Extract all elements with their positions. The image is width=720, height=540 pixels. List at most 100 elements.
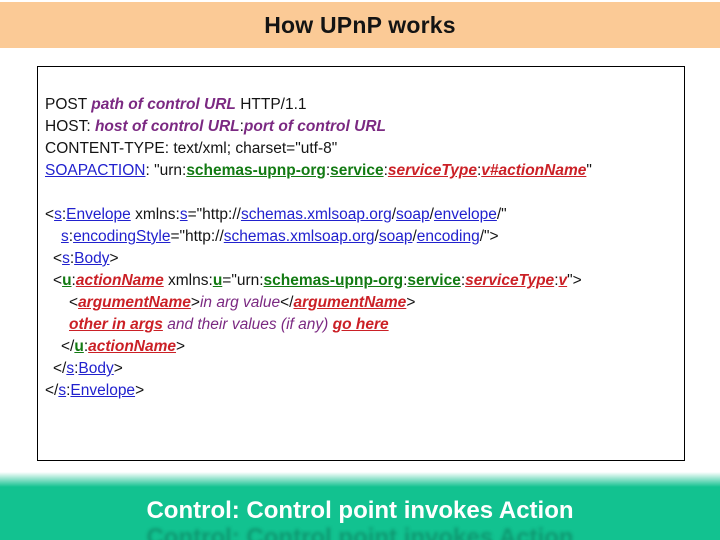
code-segment: go here	[332, 316, 389, 333]
code-segment: schemas.xmlsoap.org	[223, 228, 375, 245]
code-line: other in args and their values (if any) …	[45, 314, 676, 336]
code-line: SOAPACTION: "urn:schemas-upnp-org:servic…	[45, 160, 676, 182]
code-segment: s	[58, 382, 67, 399]
code-line: CONTENT-TYPE: text/xml; charset="utf-8"	[45, 138, 676, 160]
code-segment: service	[330, 162, 384, 179]
code-segment: :	[460, 272, 466, 289]
page-title: How UPn­P works	[264, 11, 456, 38]
code-segment: actionName	[75, 272, 164, 289]
code-segment: "	[586, 162, 592, 179]
code-segment: :	[74, 360, 79, 377]
code-segment: <	[45, 206, 55, 223]
code-segment: service	[407, 272, 461, 289]
code-segment: <	[53, 272, 63, 289]
code-segment: Envelope	[66, 206, 131, 223]
code-segment: </	[45, 382, 59, 399]
code-line: </s:Body>	[45, 358, 676, 380]
code-segment: :	[554, 272, 559, 289]
code-segment: :	[69, 250, 75, 267]
slide-title-bar: How UPn­P works	[0, 2, 720, 48]
code-segment: other in args	[69, 316, 163, 333]
code-segment: >	[190, 294, 200, 311]
code-segment: u	[62, 272, 72, 289]
code-segment: actionName	[88, 338, 177, 355]
code-segment: :	[61, 206, 67, 223]
code-segment: :	[325, 162, 331, 179]
code-segment: :	[239, 118, 244, 135]
code-segment: soap	[396, 206, 430, 223]
code-line: </u:actionName>	[45, 336, 676, 358]
code-segment: soap	[378, 228, 413, 245]
code-segment: schemas-upnp-org	[263, 272, 404, 289]
code-line	[45, 182, 676, 204]
code-segment: POST	[45, 96, 92, 113]
code-segment: s	[61, 228, 69, 245]
code-segment: s	[54, 206, 62, 223]
code-segment: :	[476, 162, 482, 179]
code-segment: </	[280, 294, 294, 311]
code-segment: <	[69, 294, 79, 311]
code-segment: /	[429, 206, 434, 223]
code-segment: ="http://	[187, 206, 241, 223]
code-segment: argumentName	[293, 294, 407, 311]
code-segment: u	[212, 272, 223, 289]
code-segment: >	[135, 382, 145, 399]
code-segment: :	[383, 162, 388, 179]
code-segment: xmlns:	[130, 206, 180, 223]
code-segment: :	[68, 228, 74, 245]
code-segment: </	[53, 360, 67, 377]
code-segment: port of control URL	[243, 118, 386, 135]
slide-caption-bar: Control: Control point invokes Action	[0, 472, 720, 540]
code-segment: :	[83, 338, 89, 355]
code-segment: ="http://	[170, 228, 224, 245]
code-segment: s	[62, 250, 70, 267]
code-segment: :	[71, 272, 76, 289]
code-segment: :	[403, 272, 408, 289]
code-segment: envelope	[433, 206, 497, 223]
code-segment: and their values (if any)	[162, 316, 333, 333]
code-segment: >	[113, 360, 123, 377]
code-segment: /"	[496, 206, 507, 223]
code-segment: v#actionName	[481, 162, 587, 179]
code-segment: schemas.xmlsoap.org	[240, 206, 392, 223]
code-segment: schemas-upnp-org	[186, 162, 326, 179]
code-segment: >	[109, 250, 119, 267]
code-segment: serviceType	[387, 162, 477, 179]
code-line: <s:Envelope xmlns:s="http://schemas.xmls…	[45, 204, 676, 226]
code-segment: in arg value	[199, 294, 281, 311]
code-segment: SOAPACTION	[45, 162, 146, 179]
code-segment: argumentName	[78, 294, 191, 311]
code-segment: encoding	[416, 228, 480, 245]
code-segment: :	[66, 382, 71, 399]
code-segment: Body	[74, 250, 110, 267]
code-segment: CONTENT-TYPE: text/xml; charset="utf-8"	[45, 140, 338, 157]
code-line: <argumentName>in arg value</argumentName…	[45, 292, 676, 314]
code-segment: HOST:	[45, 118, 95, 135]
code-segment: ">	[567, 272, 582, 289]
code-segment: /	[374, 228, 379, 245]
code-segment: <	[53, 250, 63, 267]
code-segment: HTTP/1.1	[235, 96, 307, 113]
code-segment: host of control URL	[94, 118, 240, 135]
code-segment: xmlns:	[163, 272, 213, 289]
code-segment: Envelope	[70, 382, 136, 399]
code-line: s:encodingStyle="http://schemas.xmlsoap.…	[45, 226, 676, 248]
code-line: HOST: host of control URL:port of contro…	[45, 116, 676, 138]
code-segment: v	[558, 272, 568, 289]
code-segment: encodingStyle	[73, 228, 171, 245]
code-segment: /	[391, 206, 397, 223]
code-segment: serviceType	[465, 272, 555, 289]
code-segment: ="urn:	[222, 272, 264, 289]
slide-caption: Control: Control point invokes Action	[146, 497, 574, 524]
code-line: </s:Envelope>	[45, 380, 676, 402]
code-line: <u:actionName xmlns:u="urn:schemas-upnp-…	[45, 270, 676, 292]
code-segment: u	[74, 338, 84, 355]
code-segment: </	[61, 338, 75, 355]
code-line: POST path of control URL HTTP/1.1	[45, 94, 676, 116]
code-segment: /	[412, 228, 417, 245]
code-segment: : "urn:	[145, 162, 187, 179]
code-segment: >	[406, 294, 416, 311]
